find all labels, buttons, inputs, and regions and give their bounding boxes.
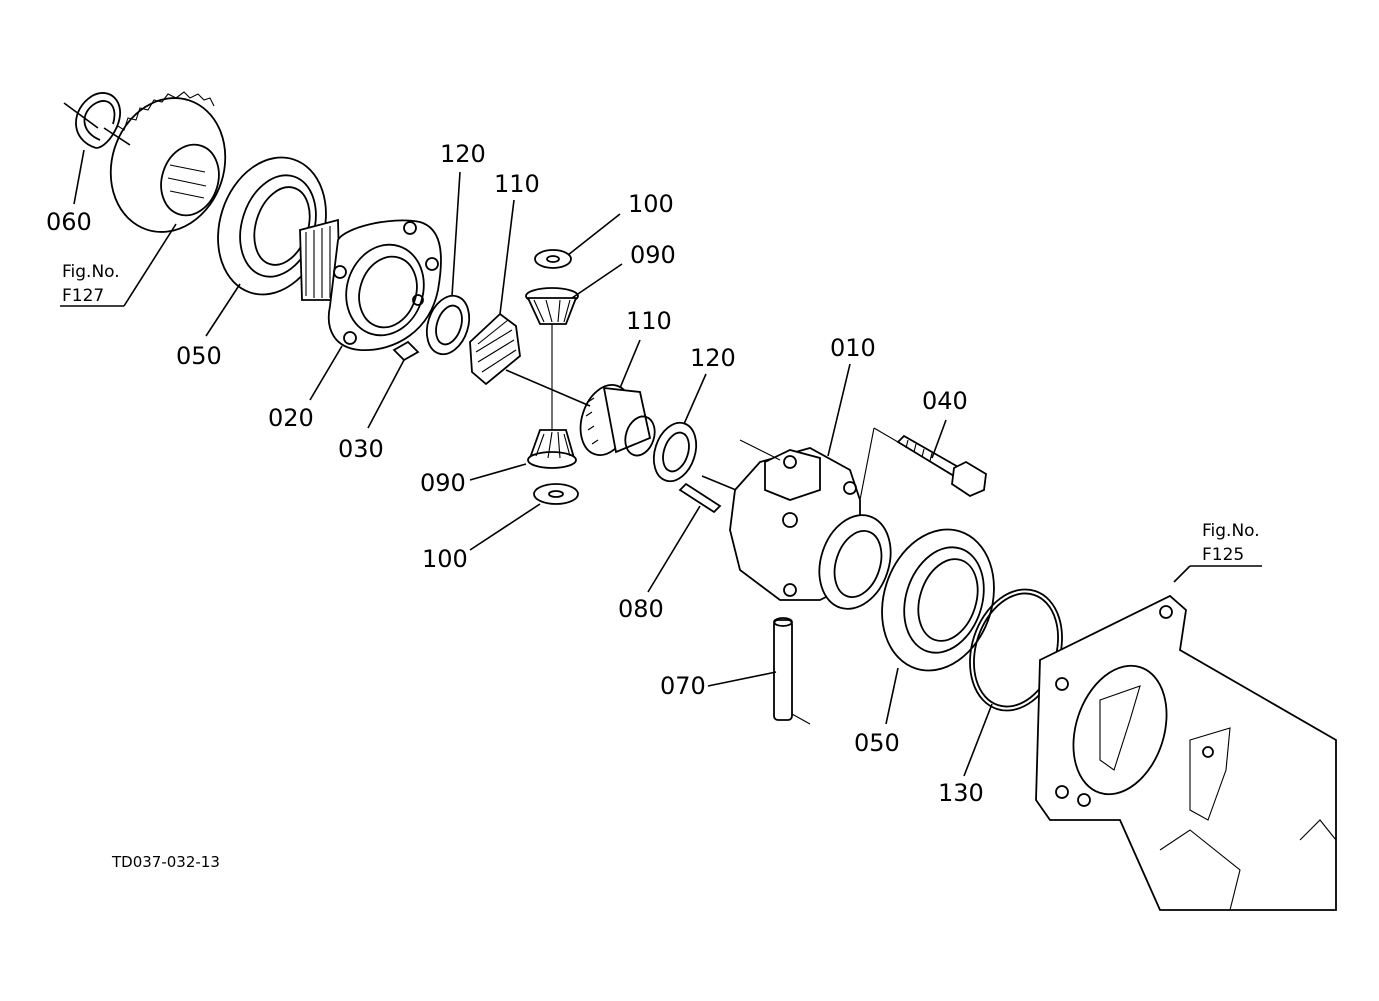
washer-100-upper xyxy=(534,249,572,269)
washer-120-upper xyxy=(425,294,471,356)
fig-ref-f125: Fig.No. F125 xyxy=(1202,521,1260,565)
diff-case-010 xyxy=(729,439,892,610)
fig-ref-f127-line2: F127 xyxy=(62,286,104,306)
label-080: 080 xyxy=(618,595,664,623)
snap-ring-060 xyxy=(75,92,121,149)
ring-gear xyxy=(109,91,227,233)
fig-ref-f127-line1: Fig.No. xyxy=(62,262,120,282)
label-020: 020 xyxy=(268,404,314,432)
label-040: 040 xyxy=(922,387,968,415)
label-050-left: 050 xyxy=(176,342,222,370)
pinion-090-upper xyxy=(525,287,579,325)
bearing-050-left xyxy=(217,156,327,296)
label-130: 130 xyxy=(938,779,984,807)
part-labels: 060 050 020 030 120 110 100 090 110 120 … xyxy=(46,140,984,807)
label-070: 070 xyxy=(660,672,706,700)
label-100-upper: 100 xyxy=(628,190,674,218)
side-gear-110-middle xyxy=(579,384,656,457)
label-100-lower: 100 xyxy=(422,545,468,573)
drawing-code: TD037-032-13 xyxy=(111,853,220,871)
fig-ref-f127: Fig.No. F127 xyxy=(62,262,120,306)
label-060: 060 xyxy=(46,208,92,236)
label-030: 030 xyxy=(338,435,384,463)
label-090-upper: 090 xyxy=(630,241,676,269)
leader-lines xyxy=(60,102,1262,777)
label-120-lower: 120 xyxy=(690,344,736,372)
pin-080 xyxy=(678,482,722,514)
label-050-right: 050 xyxy=(854,729,900,757)
label-120-upper: 120 xyxy=(440,140,486,168)
fig-ref-f125-line2: F125 xyxy=(1202,545,1244,565)
pin-070 xyxy=(773,617,811,725)
washer-120-lower xyxy=(652,421,698,483)
pinion-090-lower xyxy=(527,429,577,469)
bearing-050-right xyxy=(881,528,995,672)
diff-case-020 xyxy=(299,218,442,351)
label-110-middle: 110 xyxy=(626,307,672,335)
label-090-lower: 090 xyxy=(420,469,466,497)
bolt-040 xyxy=(859,427,987,501)
fig-ref-f125-line1: Fig.No. xyxy=(1202,521,1260,541)
transmission-housing xyxy=(1035,594,1337,911)
washer-100-lower xyxy=(533,483,579,505)
label-010: 010 xyxy=(830,334,876,362)
pin-030 xyxy=(392,340,420,362)
label-110-upper: 110 xyxy=(494,170,540,198)
